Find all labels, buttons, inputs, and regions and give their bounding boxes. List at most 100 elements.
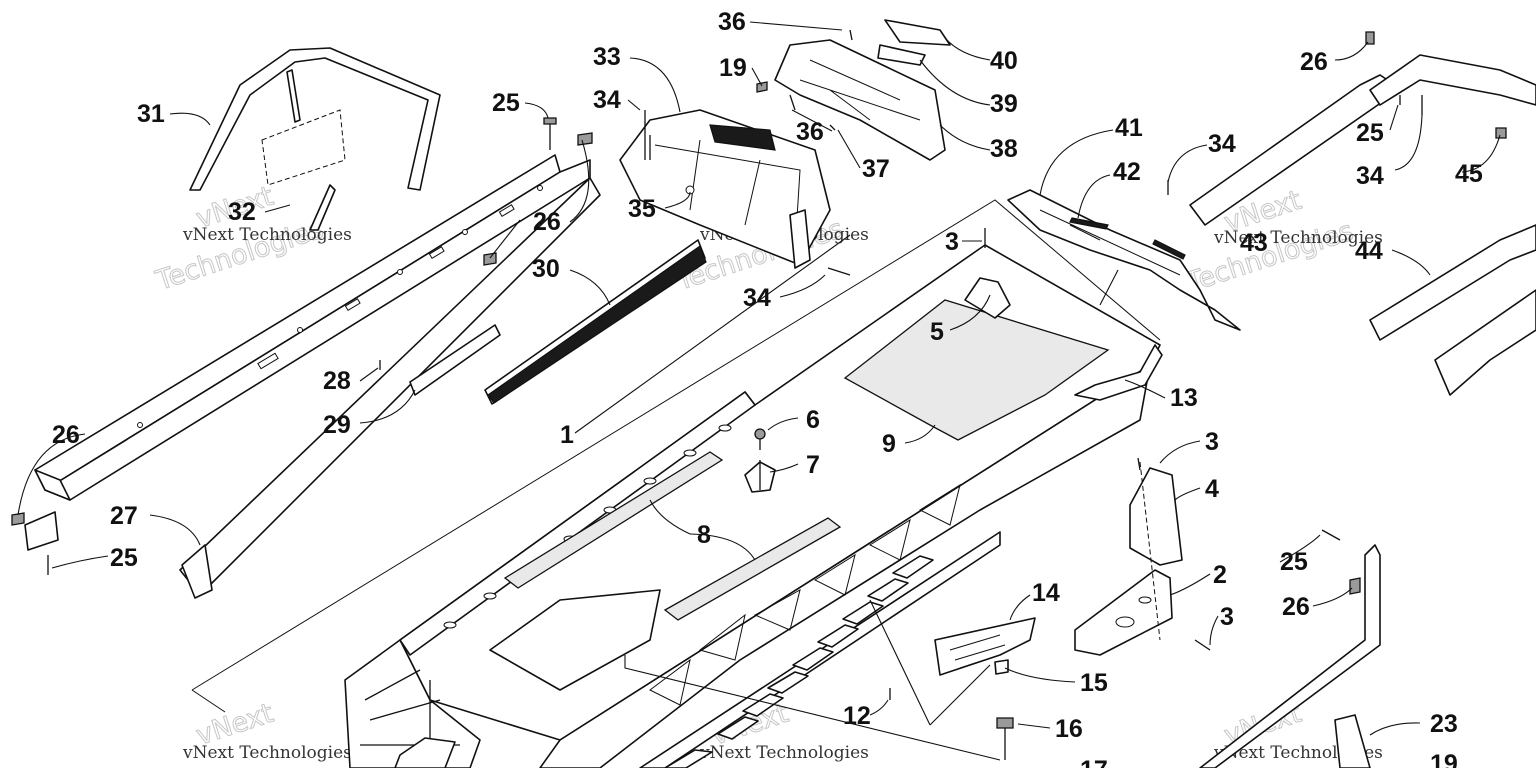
- callout-30: 30: [532, 255, 560, 283]
- front-bulkhead: [344, 639, 481, 768]
- leader: [1394, 114, 1423, 171]
- callout-34: 34: [1208, 130, 1236, 158]
- callout-6: 6: [806, 406, 820, 434]
- leader: [1077, 174, 1111, 219]
- flange-hole: [443, 621, 457, 629]
- leader: [767, 417, 799, 431]
- callout-25: 25: [1356, 119, 1384, 147]
- frame-boundary-line: [191, 689, 226, 713]
- callout-8: 8: [697, 521, 711, 549]
- leader: [769, 463, 799, 473]
- flange-hole: [643, 477, 657, 485]
- louver-slot: [742, 693, 784, 717]
- bumper-plate-39: [877, 44, 926, 66]
- callout-19: 19: [1430, 750, 1458, 768]
- rear-cover: [619, 109, 831, 266]
- leader: [1124, 379, 1166, 399]
- leader: [779, 274, 826, 298]
- leader: [949, 294, 991, 331]
- callout-29: 29: [323, 411, 351, 439]
- callout-1: 1: [560, 421, 574, 449]
- leader: [1334, 41, 1369, 61]
- callout-26: 26: [533, 208, 561, 236]
- callout-27: 27: [110, 502, 138, 530]
- clip-26: [1349, 577, 1361, 595]
- footrest-screw: [994, 659, 1009, 675]
- callout-4: 4: [1205, 475, 1219, 503]
- leader: [649, 499, 691, 535]
- tunnel-left-flange: [399, 391, 756, 656]
- louver-slot: [892, 555, 934, 579]
- hardware: [11, 29, 1507, 760]
- callout-42: 42: [1113, 158, 1141, 186]
- right-rail-lower: [1369, 224, 1536, 341]
- nut-45: [1495, 127, 1507, 139]
- louver-slot: [817, 624, 859, 648]
- callout-36: 36: [718, 8, 746, 36]
- leader: [17, 433, 86, 516]
- leader: [904, 424, 936, 444]
- callout-17: 17: [1080, 756, 1108, 768]
- bolt-3: [1137, 457, 1141, 471]
- callout-16: 16: [1055, 715, 1083, 743]
- louver-slot: [664, 749, 713, 768]
- left-side-rail: [34, 154, 601, 599]
- rail-hole: [537, 185, 543, 191]
- leader: [1169, 573, 1211, 596]
- callout-34: 34: [1356, 162, 1384, 190]
- leader: [1209, 615, 1219, 646]
- bolt-34: [827, 267, 851, 276]
- grab-handle-leg: [309, 184, 336, 231]
- callout-19: 19: [719, 54, 747, 82]
- flap-reflector: [1152, 239, 1186, 260]
- clip-26: [577, 132, 593, 146]
- callout-26: 26: [1300, 48, 1328, 76]
- callout-25: 25: [1280, 548, 1308, 576]
- watermark-small: vNext Technologies: [182, 743, 352, 763]
- rail-slot: [257, 352, 279, 370]
- callout-33: 33: [593, 43, 621, 71]
- leader: [359, 367, 379, 382]
- louver-slot: [717, 716, 759, 740]
- bumper-cap-40: [884, 19, 951, 46]
- louver-slot: [792, 647, 834, 671]
- leader: [944, 37, 991, 61]
- callout-37: 37: [862, 155, 890, 183]
- side-panel-4: [1129, 467, 1183, 566]
- louver-slot: [867, 578, 909, 602]
- leader: [264, 204, 291, 213]
- leader: [359, 389, 416, 424]
- callout-25: 25: [110, 544, 138, 572]
- bulkhead-bracket: [394, 737, 456, 768]
- callout-39: 39: [990, 90, 1018, 118]
- callout-23: 23: [1430, 710, 1458, 738]
- leader: [1369, 722, 1421, 736]
- watermark-small: vNext Technologies: [182, 225, 352, 245]
- leader: [791, 109, 833, 132]
- callout-41: 41: [1115, 114, 1143, 142]
- rail-slot: [344, 298, 361, 312]
- leader: [1174, 487, 1201, 501]
- leader: [837, 129, 861, 169]
- handle-mount-23: [1334, 714, 1371, 768]
- leader: [1391, 249, 1431, 276]
- leader: [939, 124, 991, 151]
- rail-slot: [498, 204, 515, 218]
- callout-7: 7: [806, 451, 820, 479]
- right-bracket: [1434, 289, 1536, 396]
- rail-hole: [462, 229, 468, 235]
- tunnel-bracket-5: [964, 277, 1011, 319]
- callout-31: 31: [137, 100, 165, 128]
- leader: [1099, 269, 1119, 306]
- leader: [1461, 134, 1501, 173]
- leader: [1017, 723, 1051, 729]
- snow-flap: [1007, 189, 1241, 331]
- clip-37: [829, 124, 836, 131]
- bolt-3: [1194, 639, 1211, 651]
- flange-hole: [683, 449, 697, 457]
- footrest-bracket: [934, 617, 1036, 676]
- watermark-small: vNext Technologies: [699, 743, 869, 763]
- leader: [1004, 667, 1076, 683]
- rail-top-face: [34, 154, 561, 491]
